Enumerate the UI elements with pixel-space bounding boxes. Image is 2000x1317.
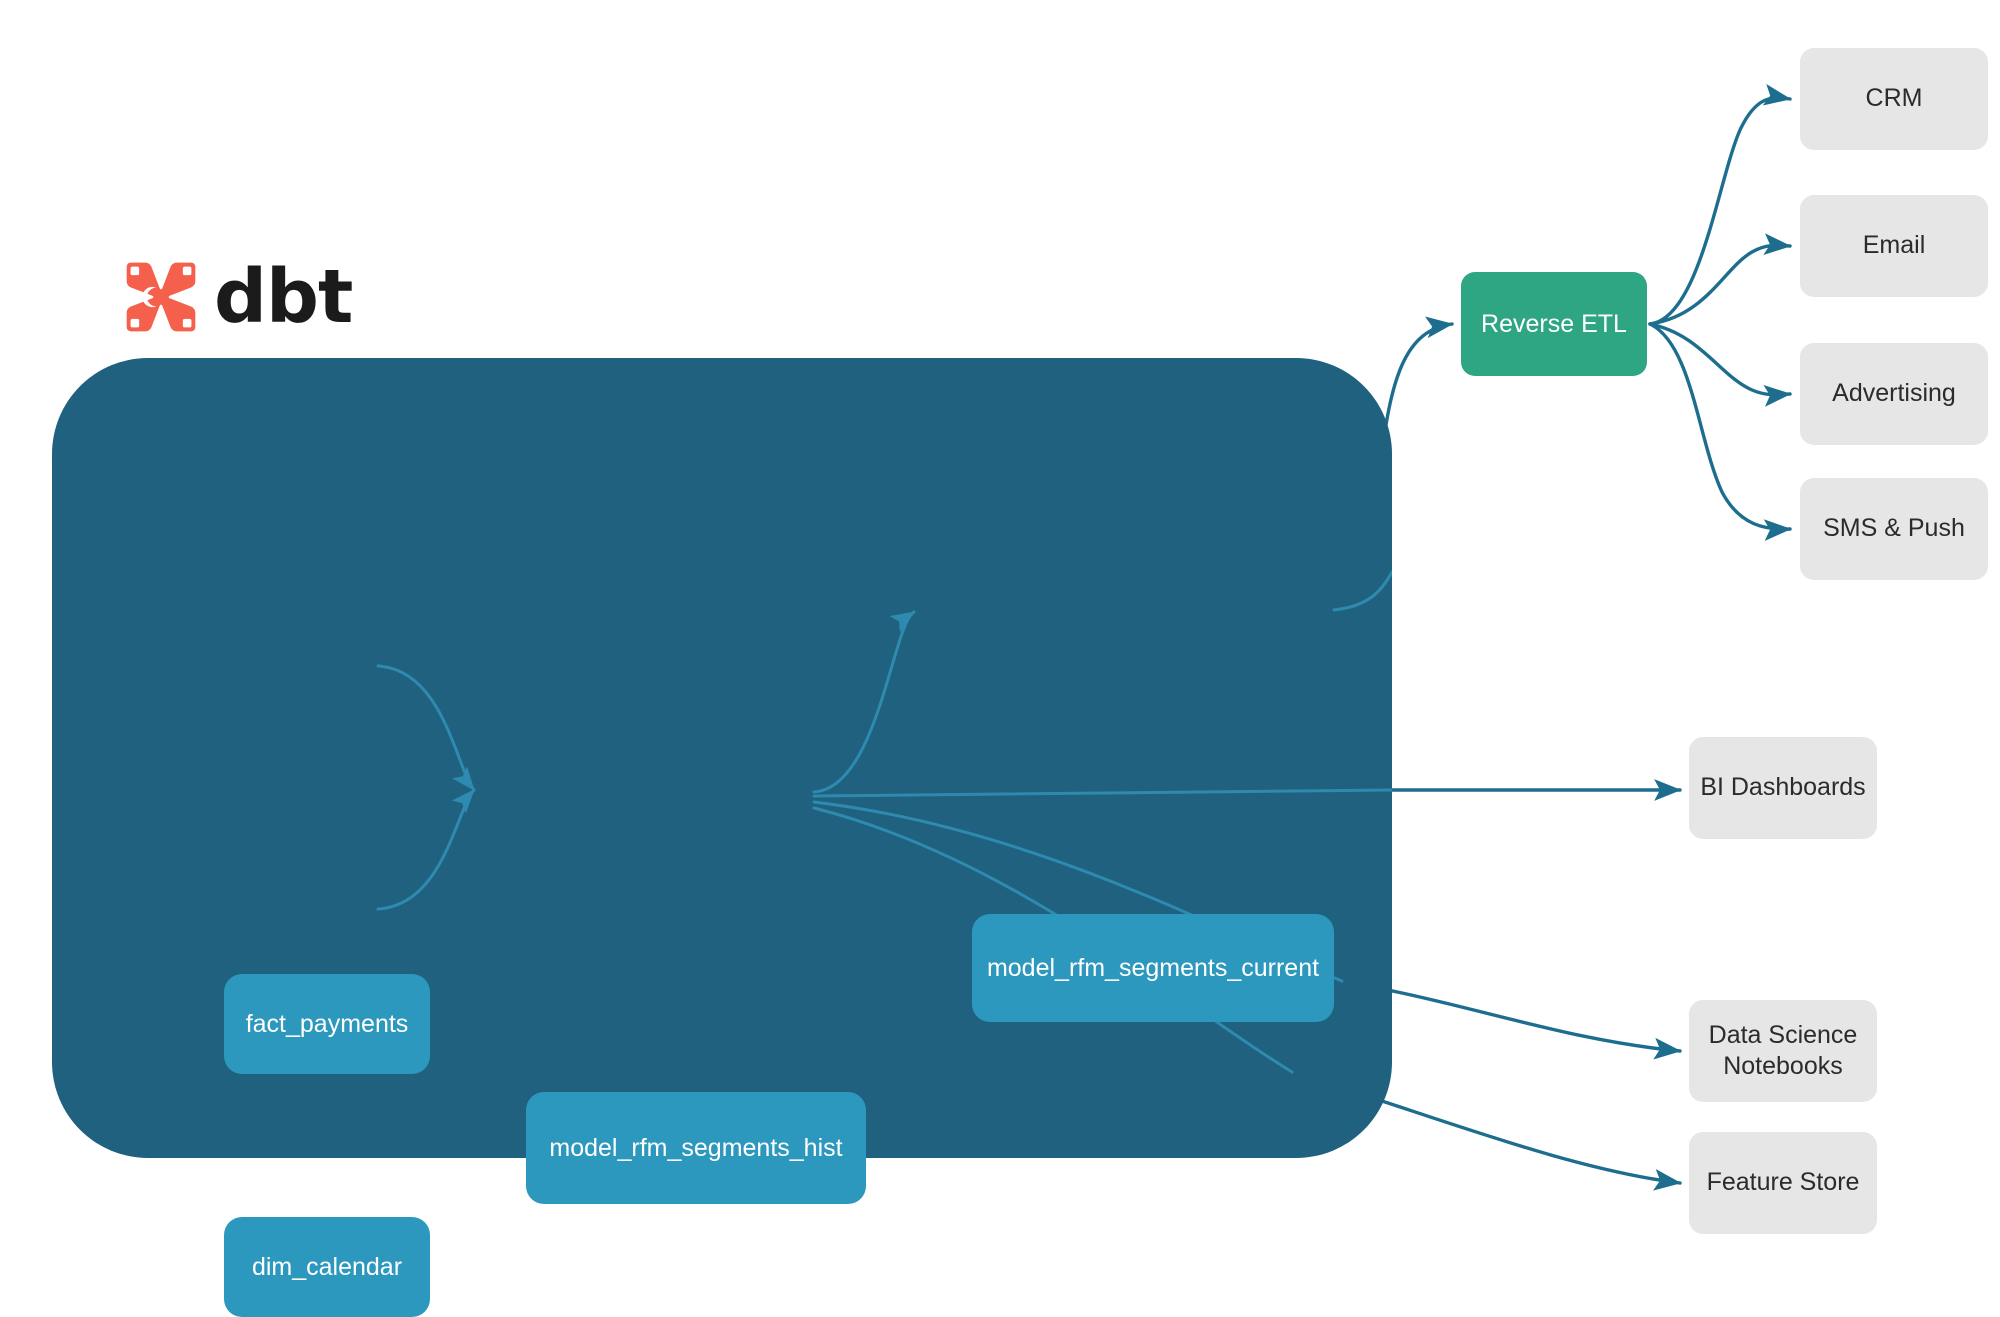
edge-hist-out-bi (812, 788, 1392, 798)
edge-reverse-etl-to-crm (1648, 84, 1792, 326)
node-model-rfm-segments-current[interactable]: model_rfm_segments_current (972, 914, 1334, 1022)
node-destination-sms-push-label: SMS & Push (1823, 514, 1965, 543)
node-dim-calendar-label: dim_calendar (251, 1252, 403, 1281)
node-model-rfm-segments-hist-label: model_rfm_segments_hist (549, 1133, 843, 1162)
edge-fact-payments-to-hist (376, 664, 476, 792)
dbt-logo-icon (126, 262, 196, 332)
edge-reverse-etl-to-advertising (1648, 322, 1792, 407)
node-destination-ds-notebooks-line1: Data Science (1708, 1020, 1858, 1049)
edge-current-out-reverse-etl (1332, 570, 1392, 612)
node-destination-ds-notebooks[interactable]: Data Science Notebooks (1689, 1000, 1877, 1102)
node-destination-feature-store-label: Feature Store (1706, 1168, 1860, 1197)
node-destination-crm-label: CRM (1865, 84, 1923, 113)
edge-reverse-etl-to-email (1648, 233, 1792, 326)
node-destination-bi-dashboards-label: BI Dashboards (1700, 773, 1866, 802)
dbt-warehouse-container: fact_payments dim_calendar model_rfm_seg… (52, 358, 1392, 1317)
node-reverse-etl-label: Reverse ETL (1481, 309, 1627, 338)
edge-reverse-etl-to-sms-push (1648, 322, 1792, 541)
dbt-wordmark: dbt (214, 254, 353, 340)
dbt-logo: dbt (122, 254, 353, 340)
node-destination-sms-push[interactable]: SMS & Push (1800, 478, 1988, 580)
edge-dim-calendar-to-hist (376, 788, 476, 911)
node-destination-feature-store[interactable]: Feature Store (1689, 1132, 1877, 1234)
diagram-canvas: fact_payments dim_calendar model_rfm_seg… (52, 48, 1988, 1317)
node-destination-ds-notebooks-label: Data Science Notebooks (1709, 1020, 1858, 1083)
edge-hist-to-rfm-current (812, 610, 916, 794)
node-destination-advertising-label: Advertising (1832, 379, 1956, 408)
node-destination-advertising[interactable]: Advertising (1800, 343, 1988, 445)
node-reverse-etl[interactable]: Reverse ETL (1461, 272, 1647, 376)
node-model-rfm-segments-current-label: model_rfm_segments_current (986, 953, 1320, 982)
node-model-rfm-segments-hist[interactable]: model_rfm_segments_hist (526, 1092, 866, 1204)
node-fact-payments-label: fact_payments (245, 1009, 409, 1038)
node-fact-payments[interactable]: fact_payments (224, 974, 430, 1074)
node-dim-calendar[interactable]: dim_calendar (224, 1217, 430, 1317)
node-destination-ds-notebooks-line2: Notebooks (1723, 1052, 1843, 1080)
node-destination-email[interactable]: Email (1800, 195, 1988, 297)
node-destination-crm[interactable]: CRM (1800, 48, 1988, 150)
node-destination-email-label: Email (1862, 231, 1926, 260)
node-destination-bi-dashboards[interactable]: BI Dashboards (1689, 737, 1877, 839)
